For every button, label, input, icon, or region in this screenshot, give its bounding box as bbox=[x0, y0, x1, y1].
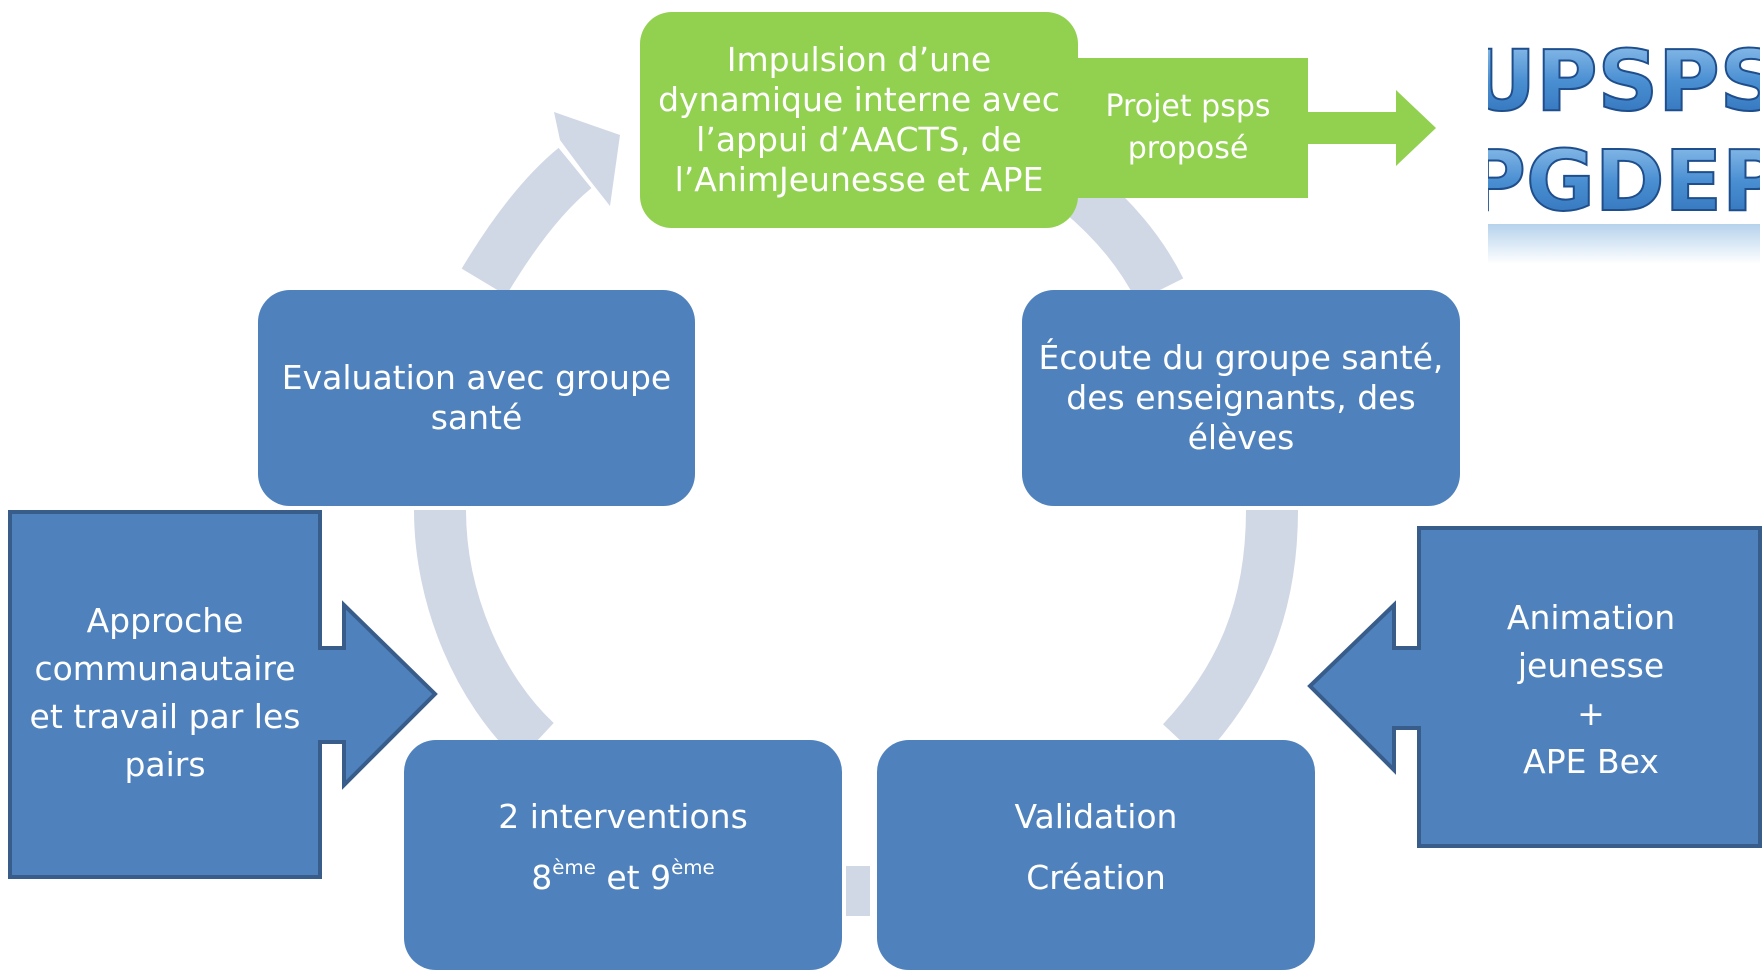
logo-reflection bbox=[1488, 224, 1760, 264]
left-callout-text: Approche communautaire et travail par le… bbox=[29, 601, 301, 784]
node-validation: Validation Création bbox=[877, 740, 1315, 970]
node-impulsion: Impulsion d’une dynamique interne avec l… bbox=[640, 12, 1078, 228]
creation-label: Création bbox=[1026, 858, 1166, 898]
logo-line-2: PGDEP bbox=[1488, 132, 1760, 230]
cycle-arrow bbox=[414, 112, 1298, 916]
cycle-arc-right bbox=[1162, 509, 1298, 760]
grades-conjunction: et bbox=[595, 858, 651, 898]
grade-9-number: 9 bbox=[650, 858, 672, 898]
node-ecoute: Écoute du groupe santé, des enseignants,… bbox=[1022, 290, 1460, 506]
cycle-arc-upper-right bbox=[1061, 169, 1184, 302]
cycle-arc-upper-left bbox=[461, 147, 592, 296]
right-callout-text: Animation jeunesse + APE Bex bbox=[1506, 598, 1676, 781]
node-evaluation-text: Evaluation avec groupe santé bbox=[281, 357, 672, 437]
interventions-grades: 8ème et 9ème bbox=[531, 857, 714, 898]
grade-8-suffix: ème bbox=[552, 856, 596, 880]
right-callout-shape bbox=[1307, 526, 1762, 848]
node-evaluation: Evaluation avec groupe santé bbox=[258, 290, 695, 506]
node-impulsion-text: Impulsion d’une dynamique interne avec l… bbox=[658, 39, 1060, 200]
left-callout-shape bbox=[8, 510, 438, 879]
interventions-count: 2 interventions bbox=[498, 797, 748, 836]
validation-label: Validation bbox=[1014, 797, 1178, 836]
upsps-pgdep-logo: UPSPS PGDEP bbox=[1488, 31, 1760, 264]
node-ecoute-text: Écoute du groupe santé, des enseignants,… bbox=[1038, 337, 1444, 458]
cycle-arc-left bbox=[414, 509, 555, 762]
grade-8-number: 8 bbox=[531, 858, 553, 898]
grade-9-suffix: ème bbox=[671, 856, 715, 880]
cycle-arrowhead bbox=[554, 112, 620, 206]
projet-arrow-shape bbox=[1060, 58, 1436, 198]
logo-line-1: UPSPS bbox=[1488, 32, 1760, 130]
node-interventions: 2 interventions 8ème et 9ème bbox=[404, 740, 842, 970]
cycle-arc-bottom bbox=[846, 866, 870, 916]
projet-callout-text: Projet psps proposé bbox=[1105, 89, 1271, 166]
